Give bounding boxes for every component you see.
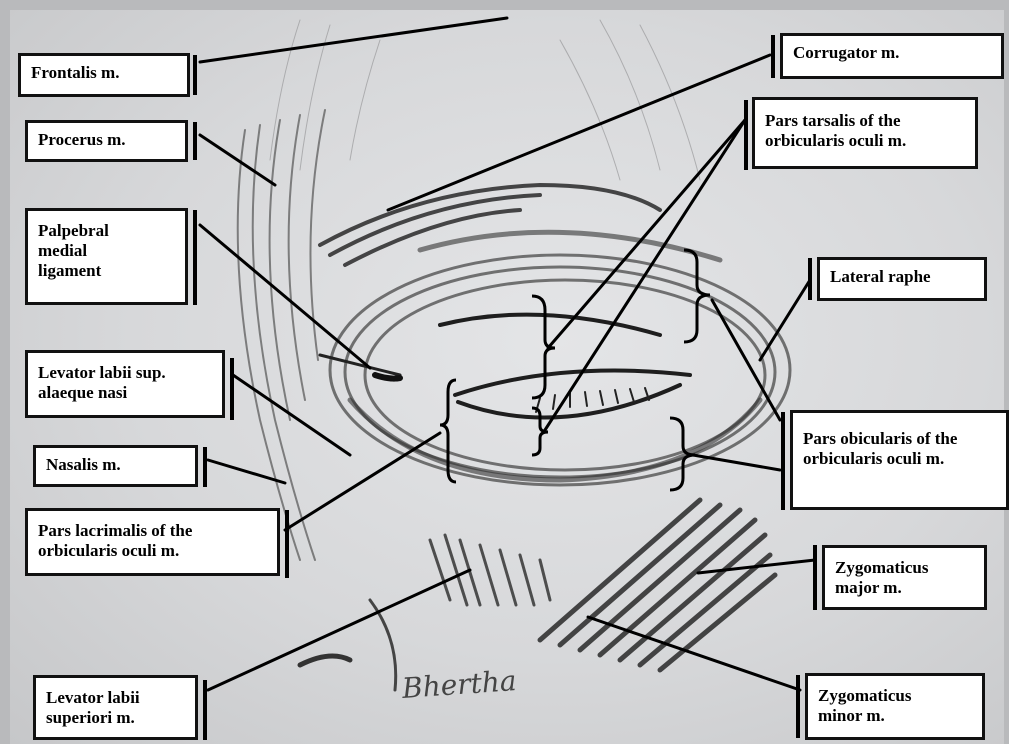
label-procerus-text: Procerus m. bbox=[38, 130, 175, 150]
label-corrugator-text: Corrugator m. bbox=[793, 43, 991, 63]
label-pars-obicularis-line2: orbicularis oculi m. bbox=[803, 449, 996, 469]
leader-tarsalis-b bbox=[545, 120, 745, 430]
leader-procerus bbox=[200, 135, 275, 185]
label-palpebral-line2: medial bbox=[38, 241, 175, 261]
leader-zygomaticus-major bbox=[698, 560, 815, 573]
label-pars-lacrimalis-line2: orbicularis oculi m. bbox=[38, 541, 267, 561]
pencil-drawing bbox=[238, 20, 790, 690]
label-levator-labii-alaeque-nasi: Levator labii sup. alaeque nasi bbox=[25, 350, 225, 418]
label-zygomaticus-major-line1: Zygomaticus bbox=[835, 558, 974, 578]
label-lateral-raphe: Lateral raphe bbox=[817, 257, 987, 301]
leader-zygomaticus-minor bbox=[588, 617, 800, 690]
label-frontalis-text: Frontalis m. bbox=[31, 63, 177, 83]
label-pars-lacrimalis: Pars lacrimalis of the orbicularis oculi… bbox=[25, 508, 280, 576]
label-pars-tarsalis-line1: Pars tarsalis of the bbox=[765, 111, 965, 131]
label-nasalis-text: Nasalis m. bbox=[46, 455, 185, 475]
label-nasalis: Nasalis m. bbox=[33, 445, 198, 487]
label-palpebral-medial-ligament: Palpebral medial ligament bbox=[25, 208, 188, 305]
leader-pars-lacrimalis bbox=[285, 433, 440, 530]
label-pars-obicularis-line1: Pars obicularis of the bbox=[803, 429, 996, 449]
leader-obicularis-b bbox=[693, 455, 780, 470]
label-frontalis: Frontalis m. bbox=[18, 53, 190, 97]
bracket-tarsalis-lower bbox=[532, 408, 548, 455]
label-zygomaticus-major: Zygomaticus major m. bbox=[822, 545, 987, 610]
label-palpebral-line1: Palpebral bbox=[38, 221, 175, 241]
label-levator-alaeque-line1: Levator labii sup. bbox=[38, 363, 212, 383]
label-levator-labii-superiori: Levator labii superiori m. bbox=[33, 675, 198, 740]
label-levator-alaeque-line2: alaeque nasi bbox=[38, 383, 212, 403]
label-pars-tarsalis-line2: orbicularis oculi m. bbox=[765, 131, 965, 151]
label-zygomaticus-minor-line1: Zygomaticus bbox=[818, 686, 972, 706]
label-procerus: Procerus m. bbox=[25, 120, 188, 162]
label-pars-lacrimalis-line1: Pars lacrimalis of the bbox=[38, 521, 267, 541]
bracket-raphe bbox=[684, 250, 710, 342]
bracket-tarsalis-upper bbox=[532, 296, 555, 398]
leader-lines bbox=[200, 18, 815, 690]
label-zygomaticus-minor: Zygomaticus minor m. bbox=[805, 673, 985, 740]
label-zygomaticus-major-line2: major m. bbox=[835, 578, 974, 598]
label-pars-tarsalis: Pars tarsalis of the orbicularis oculi m… bbox=[752, 97, 978, 169]
label-zygomaticus-minor-line2: minor m. bbox=[818, 706, 972, 726]
label-levator-superiori-line2: superiori m. bbox=[46, 708, 185, 728]
label-levator-superiori-line1: Levator labii bbox=[46, 688, 185, 708]
label-corrugator: Corrugator m. bbox=[780, 33, 1004, 79]
leader-frontalis bbox=[200, 18, 507, 62]
label-stems bbox=[195, 35, 815, 740]
label-pars-obicularis: Pars obicularis of the orbicularis oculi… bbox=[790, 410, 1009, 510]
label-palpebral-line3: ligament bbox=[38, 261, 175, 281]
label-lateral-raphe-text: Lateral raphe bbox=[830, 267, 974, 287]
